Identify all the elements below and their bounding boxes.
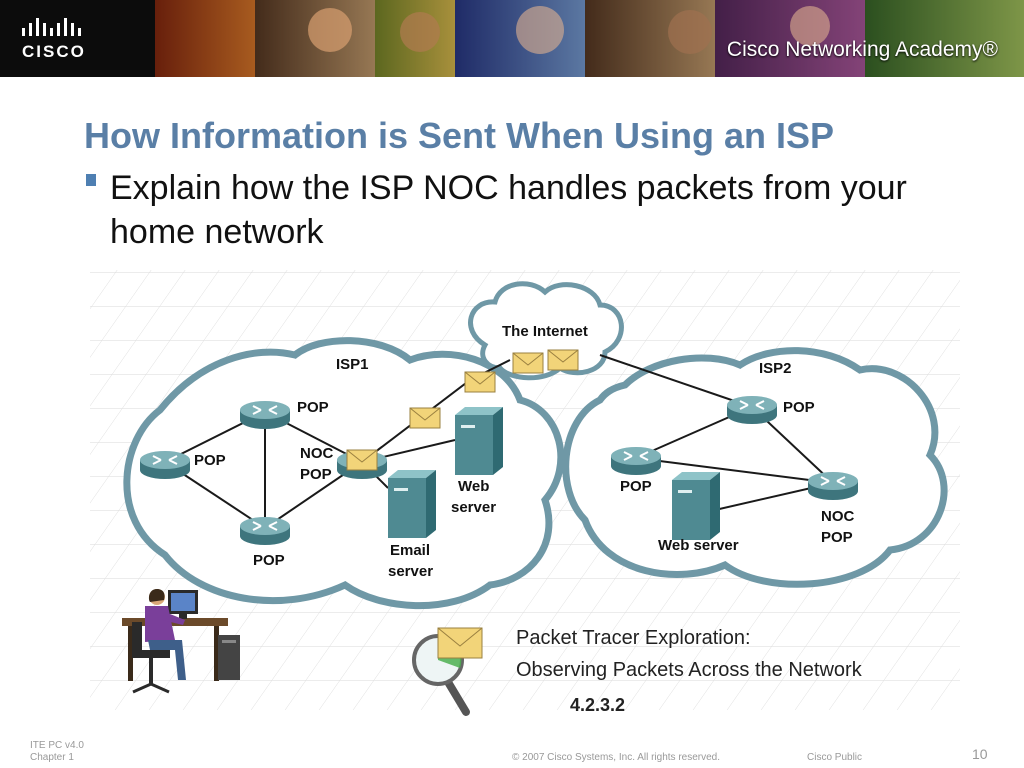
home-user-icon bbox=[122, 589, 240, 694]
footer-classification: Cisco Public bbox=[807, 752, 863, 763]
isp1-email-server-icon bbox=[388, 470, 436, 538]
footer-course: ITE PC v4.0 bbox=[30, 740, 84, 751]
isp2-pop-top-label: POP bbox=[783, 399, 815, 416]
isp2-pop-top-router-icon bbox=[726, 395, 778, 425]
packet-tracer-subheading: Observing Packets Across the Network bbox=[516, 659, 863, 681]
slide-title: How Information is Sent When Using an IS… bbox=[84, 115, 835, 156]
isp1-web-label-line2: server bbox=[451, 499, 496, 516]
packet-tracer-activity-id: 4.2.3.2 bbox=[570, 695, 625, 715]
bullet-text: Explain how the ISP NOC handles packets … bbox=[110, 169, 907, 251]
packet-tracer-heading: Packet Tracer Exploration: bbox=[516, 627, 751, 649]
footer-copyright: © 2007 Cisco Systems, Inc. All rights re… bbox=[512, 752, 721, 763]
isp2-pop-left-router-icon bbox=[610, 446, 662, 476]
bullet-square-icon bbox=[86, 174, 96, 186]
isp1-pop-left-router-icon bbox=[139, 450, 191, 480]
internet-cloud bbox=[468, 281, 624, 381]
isp1-pop-bottom-label: POP bbox=[253, 552, 285, 569]
footer-course-info: ITE PC v4.0 Chapter 1 bbox=[30, 740, 84, 764]
isp1-email-label-line2: server bbox=[388, 563, 433, 580]
isp2-web-server-label: Web server bbox=[658, 537, 739, 554]
isp1-pop-top-label: POP bbox=[297, 399, 329, 416]
footer-chapter: Chapter 1 bbox=[30, 752, 74, 763]
isp2-cloud bbox=[562, 347, 948, 588]
packet-envelope-icon bbox=[512, 352, 544, 374]
isp1-label: ISP1 bbox=[336, 356, 369, 373]
isp1-web-label-line1: Web bbox=[458, 478, 489, 495]
isp2-noc-label-line1: NOC bbox=[821, 508, 855, 525]
packet-tracer-magnifier-icon bbox=[412, 627, 483, 716]
isp1-web-server-icon bbox=[455, 407, 503, 475]
isp2-noc-label-line2: POP bbox=[821, 529, 853, 546]
isp1-pop-bottom-router-icon bbox=[239, 516, 291, 546]
isp1-pop-top-router-icon bbox=[239, 400, 291, 430]
cisco-wordmark: CISCO bbox=[22, 42, 86, 61]
isp2-noc-router-icon bbox=[807, 471, 859, 501]
header-banner: CISCO Cisco Networking Academy® bbox=[0, 0, 1024, 77]
page-number: 10 bbox=[972, 746, 988, 762]
banner-photo-strip bbox=[0, 0, 1024, 77]
academy-name: Cisco Networking Academy® bbox=[726, 38, 998, 61]
packet-envelope-icon bbox=[464, 371, 496, 393]
internet-label: The Internet bbox=[502, 323, 588, 340]
packet-envelope-icon bbox=[547, 349, 579, 371]
network-diagram: The Internet ISP1 ISP2 POP POP POP NOC P… bbox=[90, 270, 960, 716]
isp1-pop-left-label: POP bbox=[194, 452, 226, 469]
cisco-logo: CISCO bbox=[22, 18, 86, 61]
isp2-label: ISP2 bbox=[759, 360, 792, 377]
isp2-web-server-icon bbox=[672, 472, 720, 540]
isp2-pop-left-label: POP bbox=[620, 478, 652, 495]
packet-envelope-icon bbox=[409, 407, 441, 429]
isp1-noc-label-line1: NOC bbox=[300, 445, 334, 462]
isp1-noc-label-line2: POP bbox=[300, 466, 332, 483]
isp1-email-label-line1: Email bbox=[390, 542, 430, 559]
noc-packet-envelope-icon bbox=[346, 449, 378, 471]
